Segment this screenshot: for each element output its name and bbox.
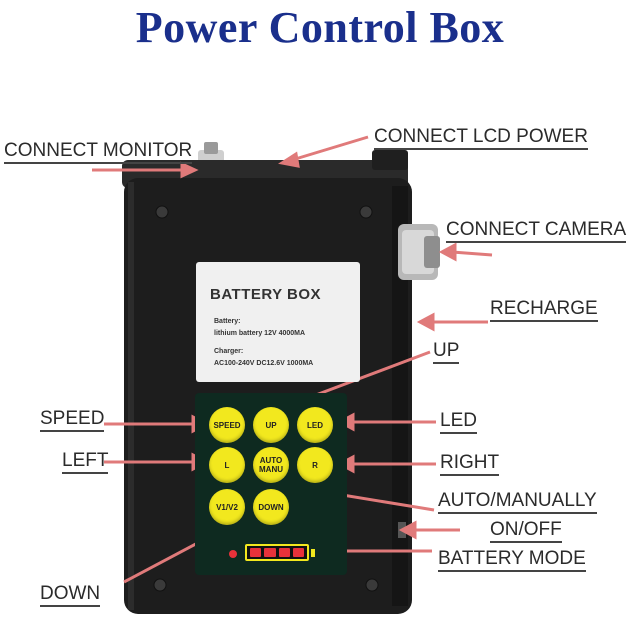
speed-button[interactable]: SPEED (209, 407, 245, 443)
label-recharge: RECHARGE (490, 298, 598, 322)
label-auto-manually: AUTO/MANUALLY (438, 490, 597, 514)
auto-manu-line1: AUTO (259, 456, 283, 465)
left-button[interactable]: L (209, 447, 245, 483)
battery-cell (278, 548, 290, 557)
down-button[interactable]: DOWN (253, 489, 289, 525)
battery-box-label-card: BATTERY BOX Battery: lithium battery 12V… (196, 262, 360, 382)
label-right: RIGHT (440, 452, 500, 476)
label-speed: SPEED (40, 408, 105, 432)
up-button[interactable]: UP (253, 407, 289, 443)
battery-box-title: BATTERY BOX (210, 286, 322, 303)
battery-spec: lithium battery 12V 4000MA (214, 330, 306, 337)
power-led-indicator (229, 550, 237, 558)
label-down: DOWN (40, 583, 101, 607)
battery-heading: Battery: (214, 318, 241, 325)
led-button[interactable]: LED (297, 407, 333, 443)
auto-manu-line2: MANU (259, 465, 283, 474)
label-battery-mode: BATTERY MODE (438, 548, 586, 572)
charger-heading: Charger: (214, 348, 244, 355)
v1v2-button[interactable]: V1/V2 (209, 489, 245, 525)
auto-manu-button[interactable]: AUTO MANU (253, 447, 289, 483)
battery-cell (292, 548, 304, 557)
right-button[interactable]: R (297, 447, 333, 483)
label-connect-camera: CONNECT CAMERA (446, 219, 627, 243)
keypad-panel: SPEED UP LED L AUTO MANU R V1/V2 DOWN (195, 393, 347, 575)
battery-cell (264, 548, 276, 557)
page-title: Power Control Box (135, 3, 505, 52)
label-on-off: ON/OFF (490, 519, 562, 543)
label-connect-monitor: CONNECT MONITOR (4, 140, 193, 164)
battery-tip (311, 549, 315, 557)
label-up: UP (433, 340, 460, 364)
label-connect-lcd-power: CONNECT LCD POWER (374, 126, 588, 150)
battery-cell (250, 548, 262, 557)
battery-level-indicator (245, 544, 309, 561)
charger-spec: AC100-240V DC12.6V 1000MA (214, 360, 314, 367)
label-left: LEFT (62, 450, 109, 474)
label-led: LED (440, 410, 477, 434)
